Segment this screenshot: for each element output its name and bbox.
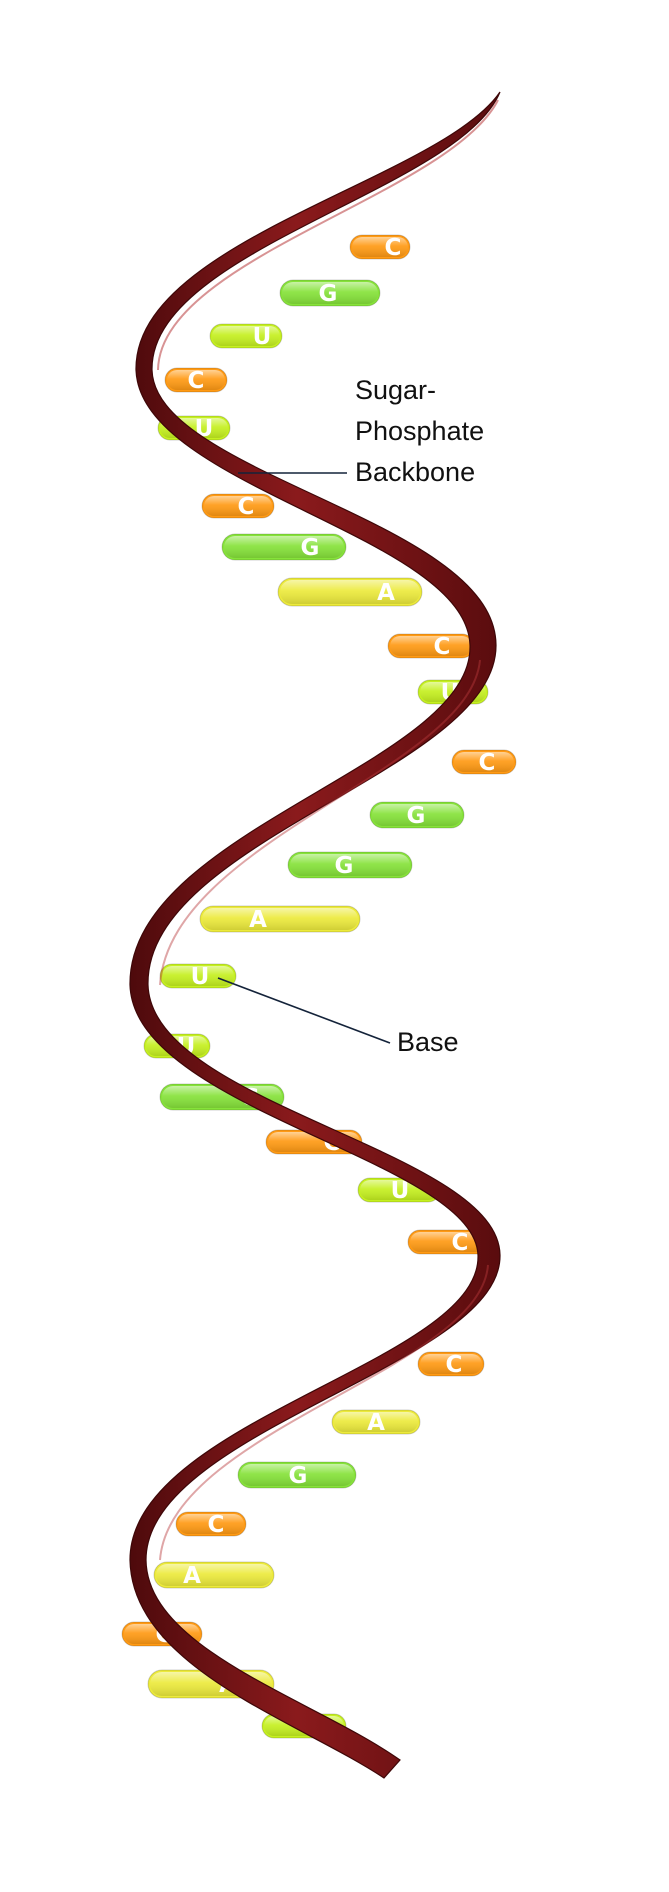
base-gloss xyxy=(282,282,378,304)
base-gloss xyxy=(420,1354,482,1374)
base-c: C xyxy=(201,493,275,520)
base-gloss xyxy=(178,1514,244,1534)
base-gloss xyxy=(162,966,234,986)
base-letter: A xyxy=(249,907,267,933)
base-gloss xyxy=(224,536,344,558)
backbone-label-line2: Phosphate xyxy=(355,416,484,446)
base-callout: Base xyxy=(217,977,459,1057)
base-letter: U xyxy=(253,324,272,350)
base-letter: A xyxy=(377,580,395,606)
base-letter: G xyxy=(335,853,354,879)
base-a: A xyxy=(277,577,423,607)
base-gloss xyxy=(334,1412,418,1432)
base-label: Base xyxy=(397,1027,459,1057)
base-letter: C xyxy=(479,750,496,776)
base-letter: U xyxy=(191,964,210,990)
base-g: G xyxy=(237,1461,357,1489)
base-gloss xyxy=(410,1232,490,1252)
base-letter: C xyxy=(238,494,255,520)
base-letter: C xyxy=(452,1230,469,1256)
sugar-phosphate-backbone xyxy=(129,91,501,1779)
base-letter: G xyxy=(407,803,426,829)
base-gloss xyxy=(390,636,472,656)
base-g: G xyxy=(369,801,465,829)
base-g: G xyxy=(221,533,347,561)
base-letter: C xyxy=(188,368,205,394)
base-c: C xyxy=(349,234,411,261)
base-c: C xyxy=(451,749,517,776)
base-letter: G xyxy=(301,535,320,561)
base-letter: C xyxy=(385,235,402,261)
base-leader-line xyxy=(217,977,391,1044)
base-g: G xyxy=(287,851,413,879)
base-c: C xyxy=(175,1511,247,1538)
base-gloss xyxy=(454,752,514,772)
base-gloss xyxy=(202,908,358,930)
base-letter: C xyxy=(446,1352,463,1378)
base-c: C xyxy=(164,367,228,394)
base-letter: C xyxy=(208,1512,225,1538)
backbone-callout: Sugar- Phosphate Backbone xyxy=(238,375,484,487)
base-a: A xyxy=(199,905,361,933)
base-gloss xyxy=(372,804,462,826)
base-gloss xyxy=(167,370,225,390)
base-letter: A xyxy=(367,1410,385,1436)
base-c: C xyxy=(387,633,475,660)
base-u: U xyxy=(159,963,237,990)
base-a: A xyxy=(153,1561,275,1589)
base-letter: G xyxy=(289,1463,308,1489)
base-letter: G xyxy=(319,281,338,307)
base-letter: A xyxy=(183,1563,201,1589)
backbone-label-line3: Backbone xyxy=(355,457,475,487)
base-gloss xyxy=(204,496,272,516)
base-gloss xyxy=(280,580,420,604)
base-gloss xyxy=(156,1564,272,1586)
base-gloss xyxy=(290,854,410,876)
base-letter: C xyxy=(434,634,451,660)
base-a: A xyxy=(331,1409,421,1436)
base-gloss xyxy=(240,1464,354,1486)
backbone-label-line1: Sugar- xyxy=(355,375,436,405)
base-letter: U xyxy=(391,1178,410,1204)
base-gloss xyxy=(352,237,408,257)
base-u: U xyxy=(209,323,283,350)
base-gloss xyxy=(212,326,280,346)
base-g: G xyxy=(279,279,381,307)
base-c: C xyxy=(417,1351,485,1378)
